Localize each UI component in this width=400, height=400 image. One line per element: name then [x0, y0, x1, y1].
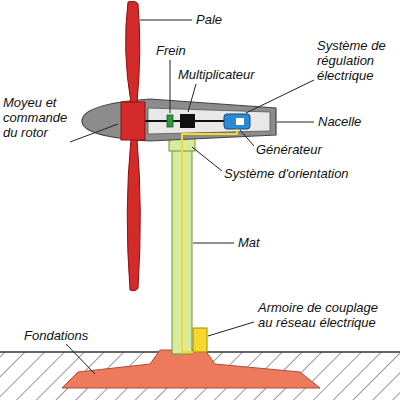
- part-label: Frein: [156, 43, 216, 58]
- leader-line: [140, 20, 192, 21]
- leader-line: [66, 344, 95, 374]
- gearbox: [180, 114, 195, 128]
- leader-line: [192, 147, 222, 171]
- part-label: Armoire de couplage au réseau électrique: [258, 300, 396, 330]
- brake: [167, 115, 173, 127]
- part-label: Moyeu et commande du rotor: [3, 95, 71, 140]
- part-label: Multiplicateur: [178, 67, 288, 82]
- leader-line: [170, 60, 171, 113]
- part-label: Mat: [238, 235, 288, 250]
- leader-line: [193, 243, 234, 244]
- part-label: Générateur: [256, 142, 346, 157]
- generator: [224, 114, 250, 129]
- leader-line: [240, 130, 254, 146]
- nacelle: [82, 99, 276, 141]
- part-label: Pale: [196, 12, 256, 27]
- foundation: [62, 350, 320, 388]
- part-label: Système de régulation électrique: [317, 38, 397, 83]
- hub: [121, 102, 145, 140]
- leader-line: [70, 124, 118, 142]
- power-cable: [182, 129, 237, 352]
- leader-line: [246, 80, 314, 113]
- part-label: Fondations: [24, 328, 114, 343]
- blade-top: [126, 1, 140, 103]
- coupling-cabinet: [193, 328, 207, 352]
- leader-line: [277, 122, 314, 123]
- leader-line: [208, 322, 254, 336]
- part-label: Nacelle: [318, 114, 388, 129]
- part-label: Système d'orientation: [224, 166, 384, 181]
- leader-line: [188, 84, 196, 112]
- generator-detail: [236, 118, 244, 125]
- blade-bottom: [127, 139, 140, 291]
